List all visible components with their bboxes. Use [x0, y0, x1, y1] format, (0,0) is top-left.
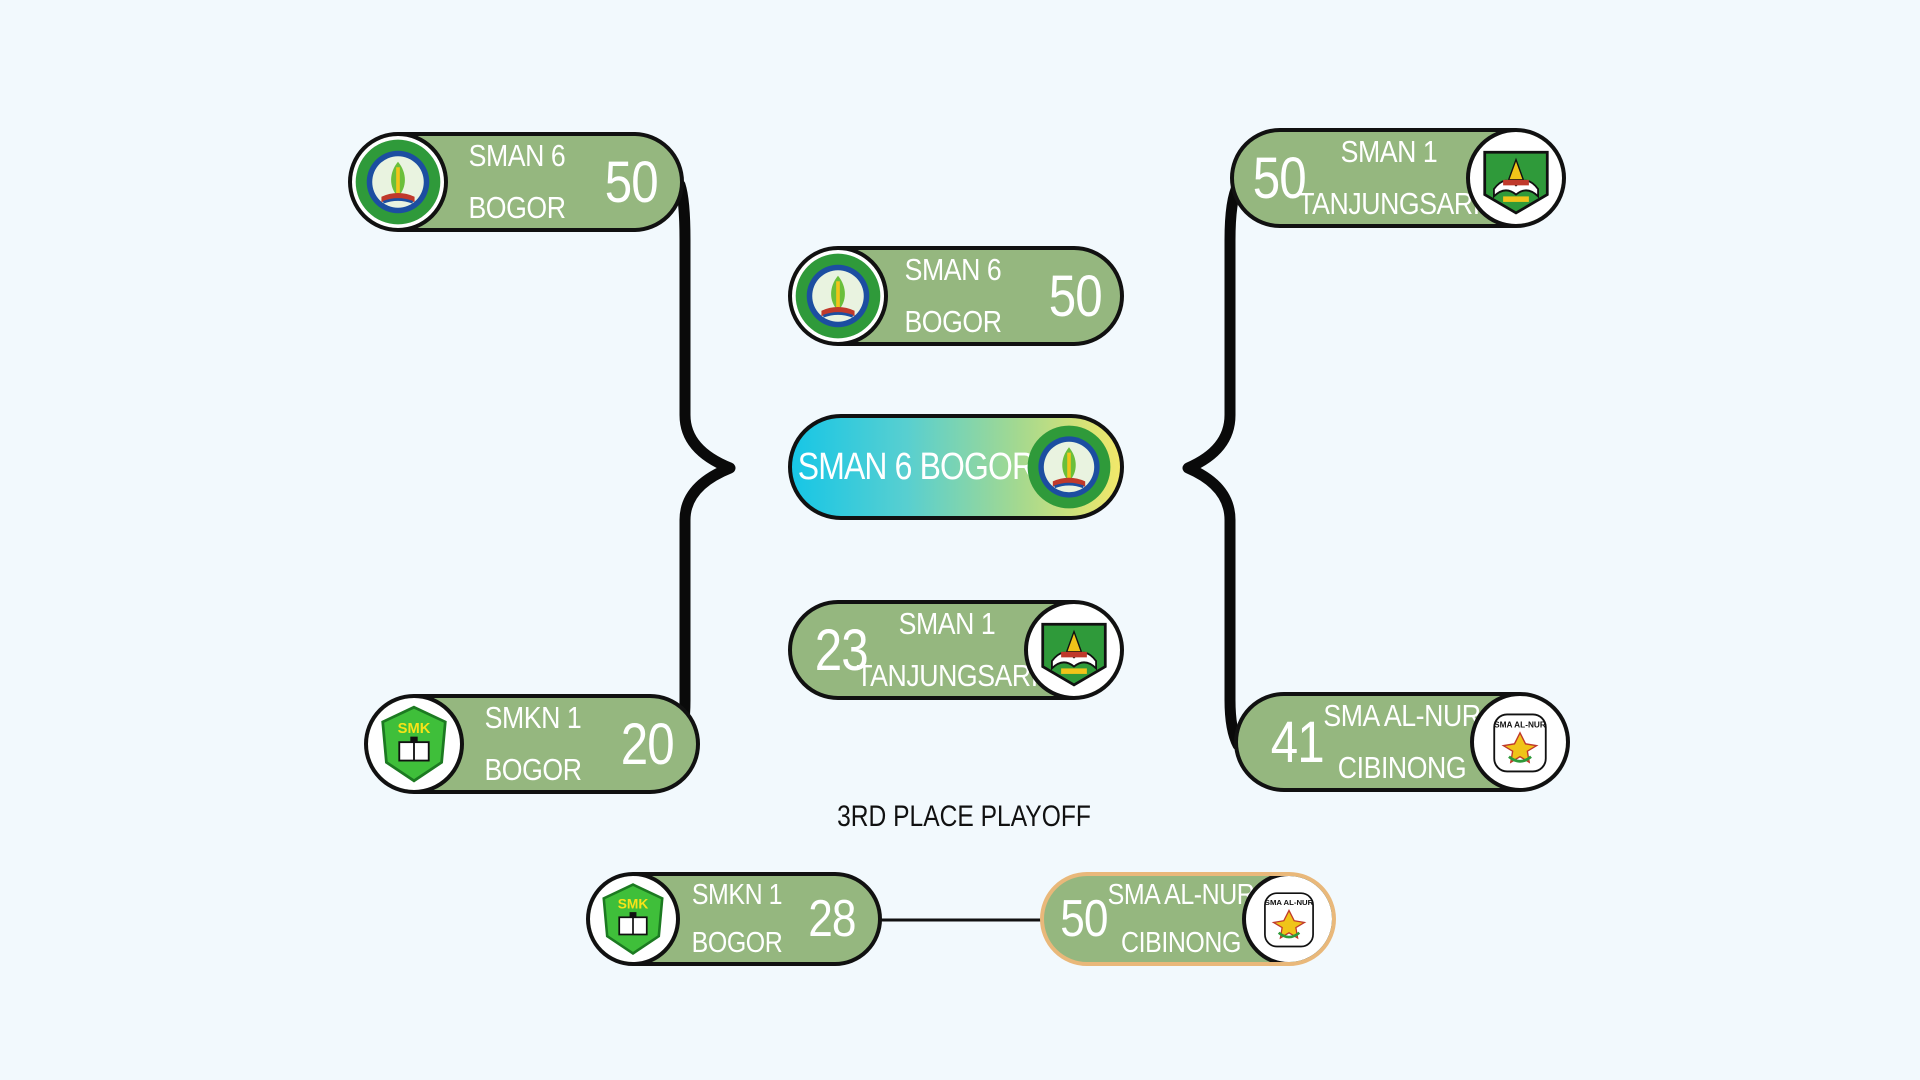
- final-bottom-team: 23 SMAN 1 TANJUNGSARI: [788, 600, 1124, 700]
- team-score: 50: [1060, 890, 1108, 948]
- sman-6-bogor-logo-icon: [792, 250, 888, 342]
- semifinal-right-top-team: 50 SMAN 1 TANJUNGSARI: [1230, 128, 1566, 228]
- smkn-1-bogor-logo-icon: [590, 876, 680, 962]
- team-name: SMA AL-NUR CIBINONG: [1107, 879, 1255, 959]
- third-place-label: 3RD PLACE PLAYOFF: [837, 800, 1091, 833]
- final-top-team: SMAN 6 BOGOR 50: [788, 246, 1124, 346]
- sman-6-bogor-logo-icon: [1024, 422, 1114, 512]
- semifinal-right-bottom-team: 41 SMA AL-NUR CIBINONG: [1234, 692, 1570, 792]
- team-score: 20: [620, 711, 675, 777]
- semifinal-left-top-team: SMAN 6 BOGOR 50: [348, 132, 684, 232]
- team-name: SMAN 1 TANJUNGSARI: [1298, 134, 1480, 221]
- team-score: 23: [814, 617, 869, 683]
- right-bracket-brace: [1182, 179, 1244, 751]
- team-name: SMAN 6 BOGOR: [904, 252, 1002, 339]
- team-name: SMAN 6 BOGOR: [468, 138, 566, 225]
- team-score: 41: [1270, 709, 1325, 775]
- sma-al-nur-cibinong-logo-icon: [1470, 696, 1566, 788]
- sman-6-bogor-logo-icon: [352, 136, 448, 228]
- smkn-1-bogor-logo-icon: [368, 698, 464, 790]
- champion-name: SMAN 6 BOGOR: [797, 445, 1035, 488]
- team-score: 50: [1252, 145, 1307, 211]
- team-score: 28: [808, 890, 856, 948]
- third-place-left-team: SMKN 1 BOGOR 28: [586, 872, 882, 966]
- team-name: SMAN 1 TANJUNGSARI: [856, 606, 1038, 693]
- team-name: SMKN 1 BOGOR: [691, 879, 783, 959]
- sman-1-tanjungsari-logo-icon: [1024, 604, 1120, 696]
- team-score: 50: [1048, 263, 1103, 329]
- sma-al-nur-cibinong-logo-icon: [1242, 876, 1332, 962]
- third-place-right-team: 50 SMA AL-NUR CIBINONG: [1040, 872, 1336, 966]
- semifinal-left-bottom-team: SMKN 1 BOGOR 20: [364, 694, 700, 794]
- team-score: 50: [604, 149, 659, 215]
- team-name: SMA AL-NUR CIBINONG: [1323, 698, 1481, 785]
- left-bracket-brace: [672, 179, 736, 751]
- champion-banner: SMAN 6 BOGOR: [788, 414, 1124, 520]
- team-name: SMKN 1 BOGOR: [484, 700, 582, 787]
- sman-1-tanjungsari-logo-icon: [1466, 132, 1562, 224]
